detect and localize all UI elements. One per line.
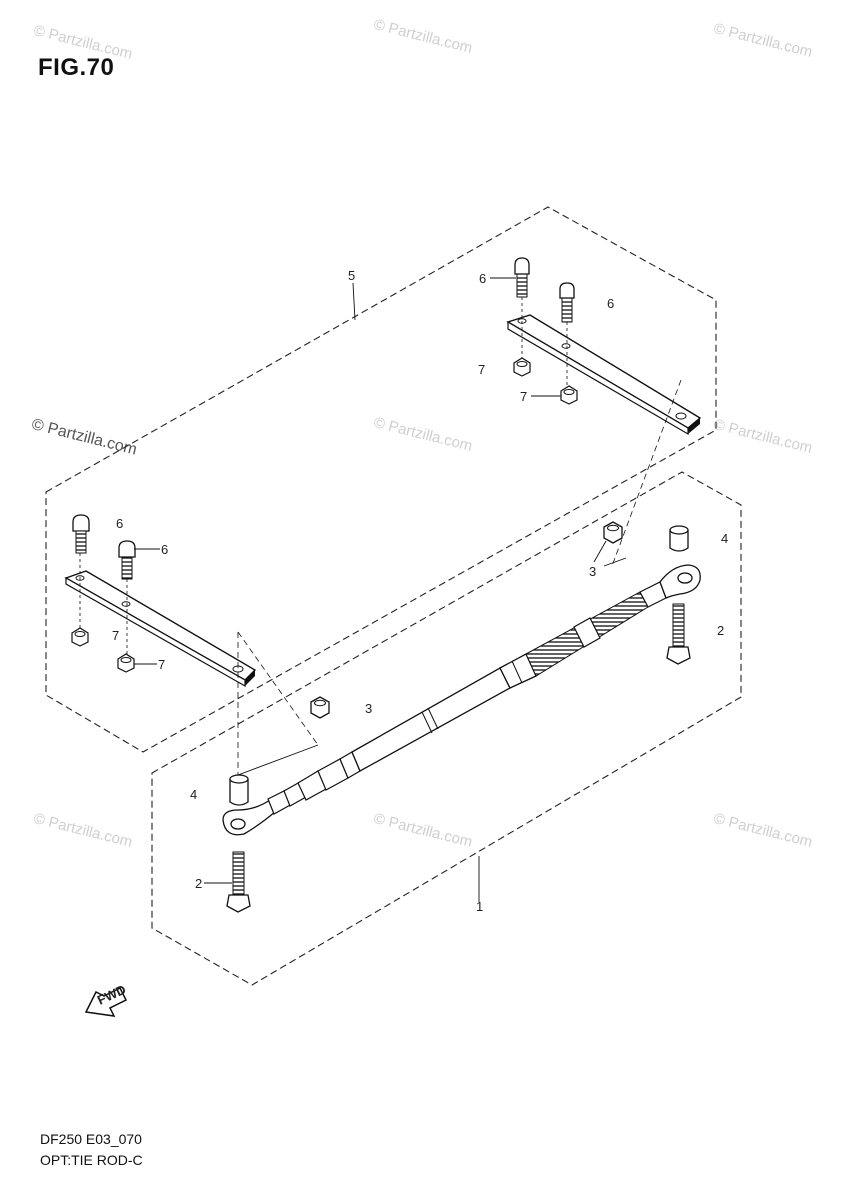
callout-nut-bracket: 7 [112,628,119,643]
nut-icon [560,385,578,405]
callout-bolt-bracket: 6 [161,542,168,557]
callout-nut: 3 [589,564,596,579]
callout-tie-rod: 1 [476,899,483,914]
bolt-icon [559,282,575,323]
bolt-icon [72,514,90,554]
tie-rod [222,564,701,836]
callout-bolt: 2 [195,876,202,891]
right-bracket [506,314,702,436]
bolt-icon [666,603,691,665]
callout-bolt-bracket: 6 [116,516,123,531]
callout-nut-bracket: 7 [158,657,165,672]
nut-icon [310,696,330,719]
spacer-icon [229,774,249,806]
callout-spacer: 4 [721,531,728,546]
nut-icon [71,627,89,647]
nut-icon [603,521,623,544]
fwd-arrow-icon: FWD [84,982,128,1017]
bracket-set-group-outline [45,206,717,753]
bolt-icon [226,851,251,913]
nut-icon [117,653,135,673]
figure-title: FIG.70 [38,54,115,81]
callout-bolt-bracket: 6 [479,271,486,286]
spacer-icon [669,525,689,552]
callout-bolt: 2 [717,623,724,638]
callout-nut: 3 [365,701,372,716]
callout-nut-bracket: 7 [478,362,485,377]
left-bracket [64,570,257,688]
figure-subtitle: OPT:TIE ROD-C [40,1152,143,1168]
tie-rod-group-outline [151,471,742,986]
callout-spacer: 4 [190,787,197,802]
bolt-icon [514,257,530,298]
bolt-icon [118,540,136,580]
model-code: DF250 E03_070 [40,1131,142,1147]
callout-bolt-bracket: 6 [607,296,614,311]
callout-nut-bracket: 7 [520,389,527,404]
callout-bracket-set: 5 [348,268,355,283]
nut-icon [513,357,531,377]
